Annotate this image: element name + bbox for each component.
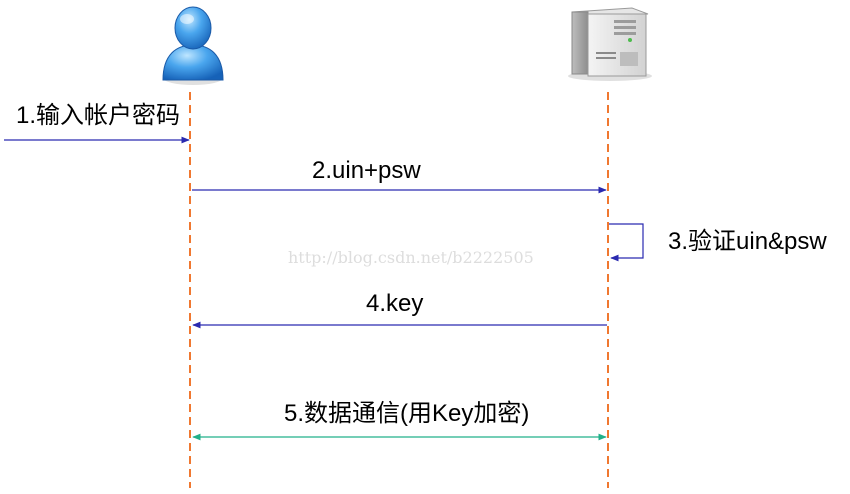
step3-label: 3.验证uin&psw	[668, 228, 827, 255]
step2-label: 2.uin+psw	[312, 157, 421, 184]
server-tower-icon	[568, 7, 652, 81]
step3-self-arrow	[609, 223, 644, 262]
step4-label: 4.key	[366, 290, 423, 317]
user-person-icon	[162, 6, 224, 85]
step5-label: 5.数据通信(用Key加密)	[284, 400, 529, 427]
step1-label: 1.输入帐户密码	[16, 102, 180, 129]
watermark-text: http://blog.csdn.net/b2222505	[288, 248, 534, 267]
